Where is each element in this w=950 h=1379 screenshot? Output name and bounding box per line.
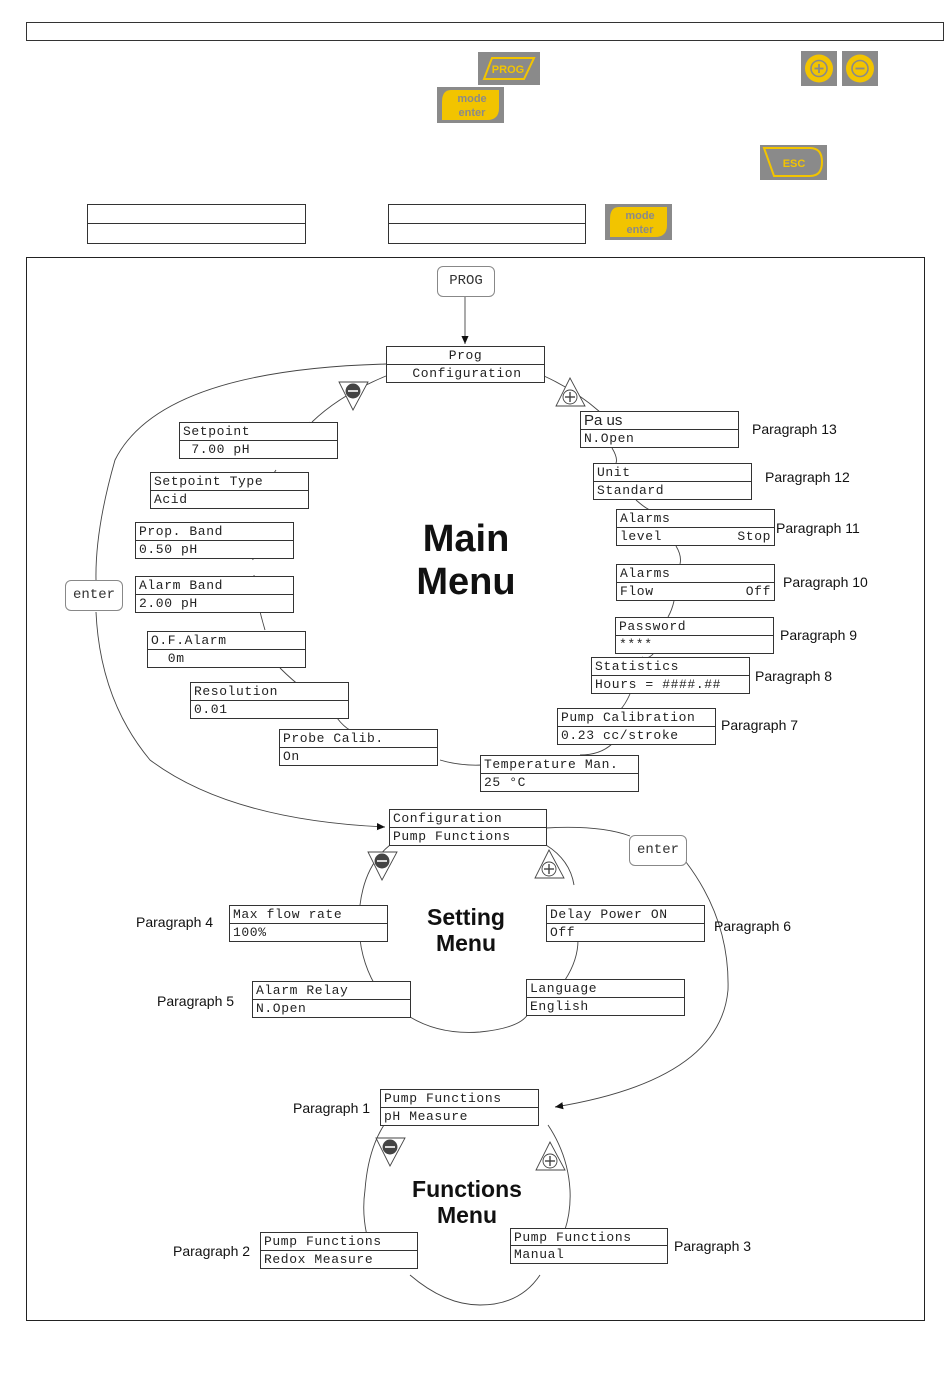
prog-key-icon: PROG bbox=[478, 52, 540, 85]
minus-icon bbox=[375, 1137, 406, 1167]
password-display: Password**** bbox=[615, 617, 774, 654]
paragraph-12-label: Paragraph 12 bbox=[765, 469, 850, 485]
paragraph-2-label: Paragraph 2 bbox=[173, 1243, 251, 1259]
paragraph-10-label: Paragraph 10 bbox=[783, 574, 868, 590]
plus-icon bbox=[534, 849, 565, 879]
mode-enter-key-icon: mode enter bbox=[437, 87, 504, 123]
esc-key-icon: ESC bbox=[760, 145, 827, 180]
of-alarm-display: O.F.Alarm 0m bbox=[147, 631, 306, 668]
setpoint-display: Setpoint 7.00 pH bbox=[179, 422, 338, 459]
prog-key-label: PROG bbox=[492, 64, 524, 76]
mode-label: mode bbox=[625, 210, 654, 222]
minus-key-icon bbox=[842, 51, 878, 86]
paragraph-6-label: Paragraph 6 bbox=[714, 918, 792, 934]
esc-key-label: ESC bbox=[783, 158, 806, 170]
paragraph-4-label: Paragraph 4 bbox=[136, 914, 214, 930]
paragraph-5-label: Paragraph 5 bbox=[157, 993, 235, 1009]
mode-enter-key-icon: mode enter bbox=[605, 204, 672, 240]
paragraph-3-label: Paragraph 3 bbox=[674, 1238, 752, 1254]
display-box-right bbox=[388, 204, 586, 244]
paragraph-11-label: Paragraph 11 bbox=[776, 520, 860, 536]
paragraph-8-label: Paragraph 8 bbox=[755, 668, 833, 684]
header-bar bbox=[26, 22, 944, 41]
minus-icon bbox=[367, 851, 398, 881]
enter-tag: enter bbox=[65, 580, 123, 611]
paragraph-13-label: Paragraph 13 bbox=[752, 421, 837, 437]
paragraph-7-label: Paragraph 7 bbox=[721, 717, 799, 733]
mode-label: mode bbox=[457, 93, 486, 105]
temperature-man-display: Temperature Man.25 °C bbox=[480, 755, 639, 792]
paragraph-9-label: Paragraph 9 bbox=[780, 627, 858, 643]
display-box-left bbox=[87, 204, 306, 244]
paragraph-1-label: Paragraph 1 bbox=[293, 1100, 371, 1116]
enter-label: enter bbox=[459, 107, 487, 119]
minus-icon bbox=[338, 381, 369, 411]
prog-configuration-display: Prog Configuration bbox=[386, 346, 545, 383]
probe-calib-display: Probe Calib.On bbox=[279, 729, 438, 766]
plus-key-icon bbox=[801, 51, 837, 86]
plus-icon bbox=[535, 1141, 566, 1171]
plus-icon bbox=[555, 377, 586, 407]
enter-tag: enter bbox=[629, 835, 687, 866]
enter-label: enter bbox=[627, 224, 655, 236]
prog-tag: PROG bbox=[437, 266, 495, 297]
menu-diagram-panel bbox=[26, 257, 925, 1321]
